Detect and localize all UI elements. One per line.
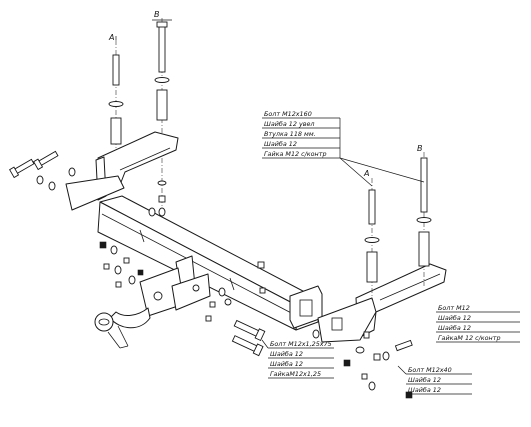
callout-tr-1: Шайба 12 увел — [264, 120, 315, 128]
bolt-a-left — [112, 54, 120, 86]
main-crossbeam — [97, 195, 323, 331]
right-lower-hardware — [343, 331, 413, 399]
bracket-hole — [153, 291, 163, 301]
bottom-center-bolts — [231, 319, 320, 357]
right-mounting-bracket — [317, 263, 447, 343]
callout-bc-0: Болт М12х1,25х75 — [270, 340, 332, 348]
beam-hardware-set — [148, 207, 266, 322]
callout-bc-3: ГайкаМ12х1,25 — [270, 370, 321, 378]
callout-br-2: Шайба 12 — [408, 386, 441, 394]
callout-bc-2: Шайба 12 — [270, 360, 303, 368]
washer-a-right — [364, 237, 380, 243]
axis-b-left-label: B — [154, 10, 160, 19]
callout-tr-0: Болт М12х160 — [264, 110, 312, 118]
ball-mount-bracket — [139, 255, 211, 317]
sleeve-a-right — [366, 251, 378, 283]
left-hardware-set — [9, 150, 144, 288]
axis-a-left-label: A — [108, 33, 114, 42]
callout-r-2: Шайба 12 — [438, 324, 471, 332]
nut-b-left — [158, 195, 166, 203]
axis-a-right: A — [363, 169, 380, 300]
washer-b-right — [416, 217, 432, 223]
callout-tr-3: Шайба 12 — [264, 140, 297, 148]
bracket-hole-2 — [192, 284, 200, 292]
callout-br-1: Шайба 12 — [408, 376, 441, 384]
callout-leaders — [261, 117, 520, 395]
washer-b-left — [154, 77, 170, 83]
callout-tr-2: Втулка 118 мм. — [264, 130, 316, 138]
callout-top-right: Болт М12х160 Шайба 12 увел Втулка 118 мм… — [264, 110, 327, 158]
bolt-b-right — [420, 157, 428, 213]
sleeve-b-left — [156, 89, 168, 121]
axis-b-left: B — [152, 10, 172, 230]
nut-icon — [99, 241, 107, 249]
callout-bottom-center: Болт М12х1,25х75 Шайба 12 Шайба 12 Гайка… — [270, 340, 332, 378]
callout-r-1: Шайба 12 — [438, 314, 471, 322]
callout-r-3: ГайкаМ 12 с/контр — [438, 334, 501, 342]
callout-r-0: Болт М12 — [438, 304, 470, 312]
sleeve-b-right — [418, 231, 430, 267]
axis-a-right-label: A — [363, 169, 369, 178]
callout-bc-1: Шайба 12 — [270, 350, 303, 358]
bolt-head-b-left — [156, 21, 168, 28]
axis-a-left: A — [108, 33, 124, 160]
left-mounting-bracket — [65, 131, 179, 211]
callout-bottom-right: Болт М12х40 Шайба 12 Шайба 12 — [408, 366, 452, 394]
washer-b-left-lower — [157, 180, 167, 186]
callout-right: Болт М12 Шайба 12 Шайба 12 ГайкаМ 12 с/к… — [438, 304, 501, 342]
sleeve-a-left — [110, 117, 122, 145]
tow-ball — [94, 307, 151, 349]
bolt-b-left — [158, 23, 166, 73]
callout-tr-4: Гайка М12 с/контр — [264, 150, 327, 158]
bolt-a-right — [368, 189, 376, 225]
axis-b-right-label: B — [417, 144, 423, 153]
washer-a-left — [108, 101, 124, 107]
axis-b-right: B — [416, 144, 432, 286]
callout-br-0: Болт М12х40 — [408, 366, 452, 374]
